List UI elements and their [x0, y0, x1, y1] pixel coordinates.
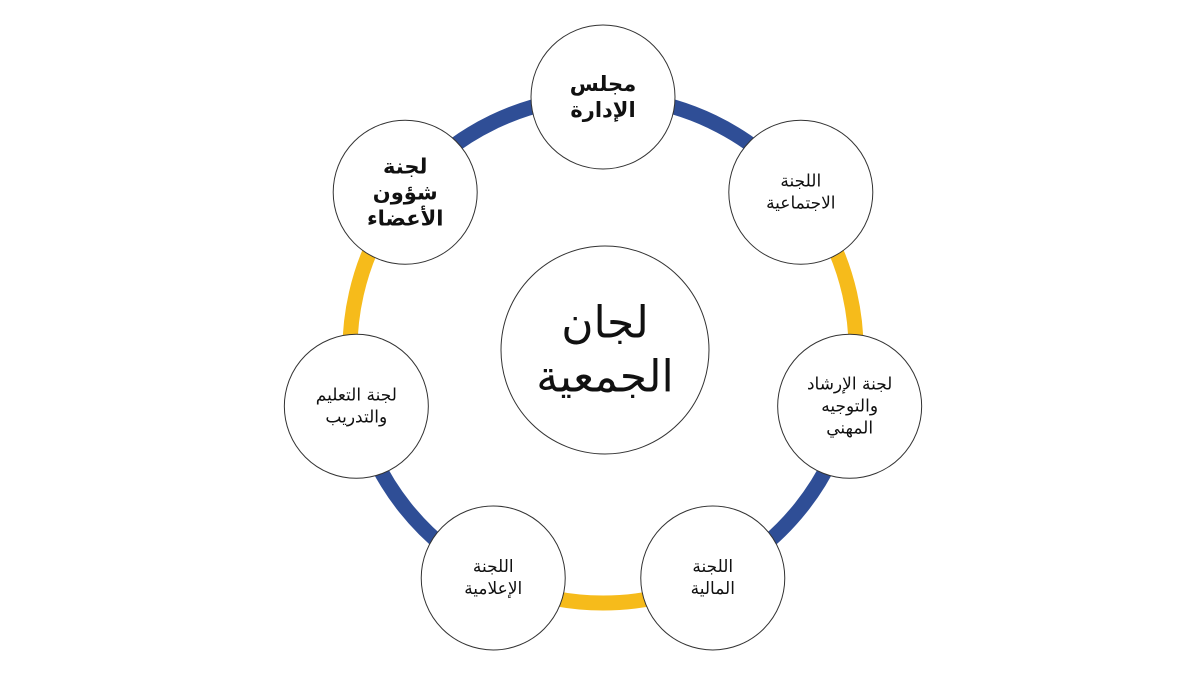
node-label-line: اللجنة	[692, 557, 733, 577]
node-label-line: اللجنة	[473, 557, 514, 577]
node-circle	[530, 24, 676, 170]
node-label-line: والتدريب	[325, 407, 387, 427]
node-label-line: اللجنة	[780, 171, 821, 191]
node-label-line: الأعضاء	[367, 204, 444, 230]
node-label-line: المالية	[691, 579, 735, 599]
node-label-line: مجلس	[570, 72, 636, 96]
node-label-line: الاجتماعية	[766, 193, 835, 213]
node-label-line: لجنة	[383, 154, 427, 178]
node-circle	[640, 505, 786, 651]
node-label-line: الإعلامية	[464, 579, 522, 599]
node-circle	[332, 119, 478, 265]
node-label-line: والتوجيه	[821, 396, 878, 416]
node-label-line: شؤون	[373, 180, 438, 204]
node-circle	[283, 333, 429, 479]
node-circle	[728, 119, 874, 265]
node-circle	[777, 333, 923, 479]
node-label-line: المهني	[826, 418, 873, 438]
node-label-line: الإدارة	[570, 98, 635, 122]
center-label-line: الجمعية	[536, 352, 674, 403]
node-label-line: لجنة الإرشاد	[807, 374, 892, 394]
node-circle	[420, 505, 566, 651]
center-label-line: لجان	[561, 298, 649, 349]
node-label-line: لجنة التعليم	[316, 385, 397, 405]
center-circle	[500, 245, 710, 455]
